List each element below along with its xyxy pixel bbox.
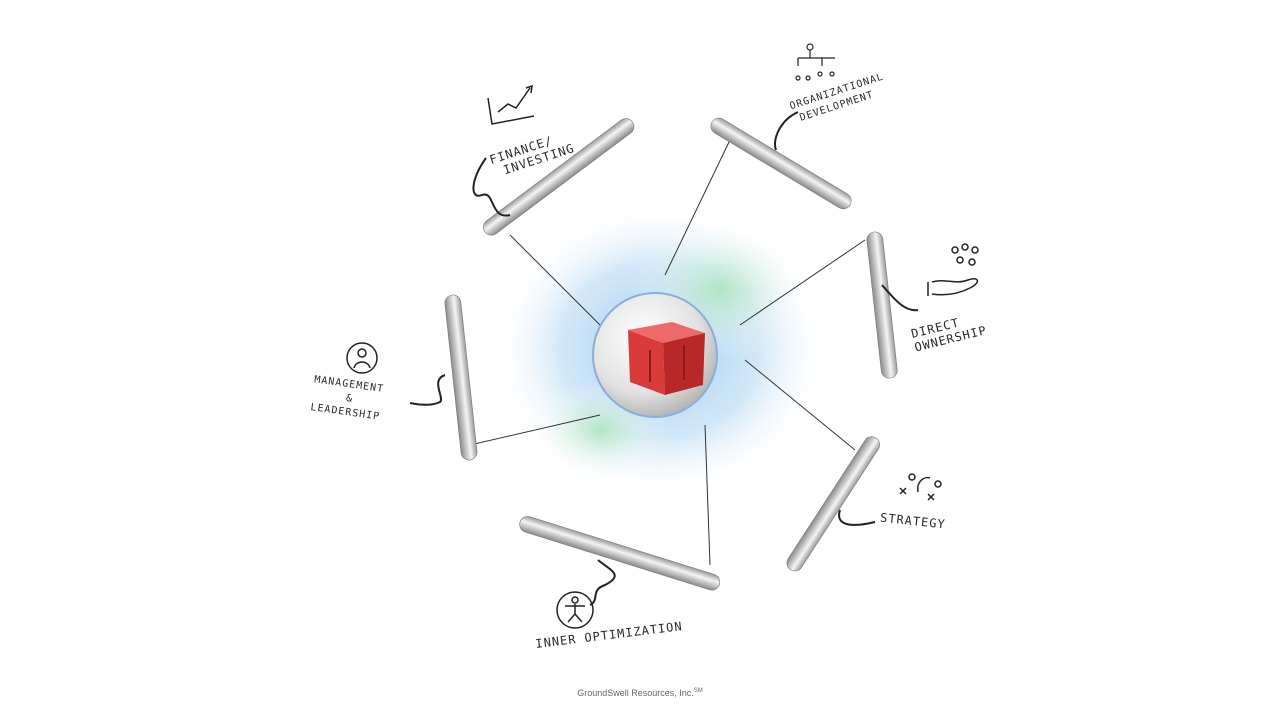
rods: [444, 117, 898, 591]
play-diagram-icon: [899, 473, 942, 501]
leader-circle-icon: [346, 342, 378, 374]
rod-finance: [483, 118, 635, 236]
hand-coins-icon: [927, 243, 979, 296]
chart-trend-icon: [487, 84, 535, 125]
squiggles: [409, 111, 919, 606]
rod-strategy: [786, 436, 880, 572]
rod-ownership: [866, 231, 898, 379]
org-chart-icon: [795, 43, 835, 81]
rod-management: [444, 294, 478, 461]
footer-company: GroundSwell Resources, Inc.SM: [0, 688, 1280, 698]
rod-inner: [519, 516, 721, 591]
red-cube-icon: [628, 322, 705, 395]
person-circle-icon: [556, 591, 594, 629]
service-mark: SM: [693, 688, 703, 694]
rod-org-dev: [710, 117, 852, 210]
company-name: GroundSwell Resources, Inc.: [577, 688, 694, 698]
connector-lines: [469, 139, 866, 566]
